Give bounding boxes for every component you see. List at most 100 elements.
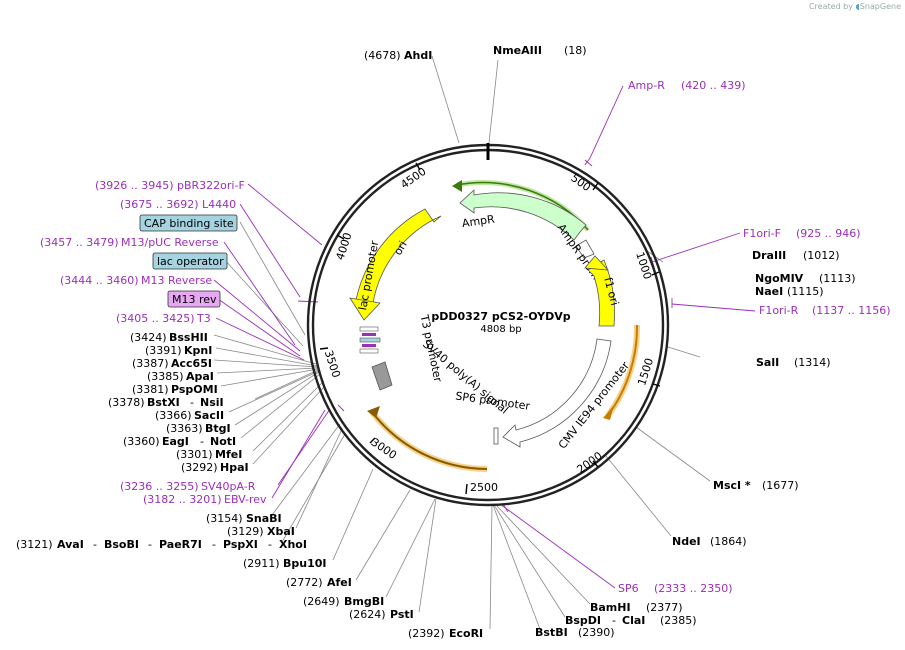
- cap-binding-site-label: CAP binding site: [144, 217, 234, 230]
- bspdi-sep: -: [612, 614, 616, 627]
- f1ori-r-label: F1ori-R: [759, 304, 799, 317]
- misc-arrow-right: [603, 405, 614, 420]
- sv40-polya-feature: [371, 361, 393, 391]
- acc65i-name: Acc65I: [171, 357, 212, 370]
- bstbi-pos: (2390): [578, 626, 615, 639]
- draiii-pos: (1012): [803, 249, 840, 262]
- pspxi-name: PspXI: [223, 538, 258, 551]
- kpni-pos: (3391): [145, 344, 182, 357]
- t3-lac-cluster: [359, 326, 381, 354]
- btgi-name: BtgI: [205, 422, 231, 435]
- bsshii-pos: (3424): [130, 331, 167, 344]
- eagi-pos: (3360): [123, 435, 160, 448]
- bstbi-name: BstBI: [535, 626, 568, 639]
- ampr-label: AmpR: [461, 213, 496, 230]
- t3-primer-label: T3: [196, 312, 211, 325]
- lac-operator-label: lac operator: [157, 255, 224, 268]
- credit-prefix: Created by: [808, 2, 853, 11]
- f1ori-f-range: (925 .. 946): [796, 227, 861, 240]
- sacii-name: SacII: [194, 409, 224, 422]
- paer7i-name: PaeR7I: [159, 538, 202, 551]
- ahdi-name: AhdI: [404, 49, 432, 62]
- bspdi-pos: (2385): [660, 614, 697, 627]
- m13-reverse-label: M13 Reverse: [141, 274, 212, 287]
- nmeaiii-name: NmeAIII: [493, 44, 542, 57]
- l4440-range: (3675 .. 3692): [120, 198, 199, 211]
- pspomi-name: PspOMI: [171, 383, 218, 396]
- bamhi-name: BamHI: [590, 601, 631, 614]
- pspomi-pos: (3381): [132, 383, 169, 396]
- ecori-pos: (2392): [408, 627, 445, 640]
- bsshii-name: BssHII: [169, 331, 208, 344]
- naei-name: NaeI: [755, 285, 783, 298]
- hpai-name: HpaI: [220, 461, 249, 474]
- tick-2500: 2500: [470, 481, 498, 494]
- bstxi-sep: -: [190, 396, 194, 409]
- misc-arrow-left: [367, 406, 380, 418]
- xbai-name: XbaI: [267, 525, 295, 538]
- mfei-pos: (3301): [176, 448, 213, 461]
- apai-pos: (3385): [147, 370, 184, 383]
- afei-pos: (2772): [286, 576, 323, 589]
- noti-name: NotI: [210, 435, 236, 448]
- bstxi-name: BstXI: [147, 396, 180, 409]
- nsii-name: NsiI: [200, 396, 224, 409]
- m13puc-range: (3457 .. 3479): [40, 236, 119, 249]
- m13-rev-box: [167, 290, 221, 308]
- xhoi-name: XhoI: [279, 538, 307, 551]
- sali-name: SalI: [756, 356, 779, 369]
- snabi-name: SnaBI: [246, 512, 282, 525]
- pbr322ori-f-range: (3926 .. 3945): [95, 179, 174, 192]
- f1ori-f-label: F1ori-F: [743, 227, 781, 240]
- sep-2: -: [148, 538, 152, 551]
- sep-1: -: [93, 538, 97, 551]
- bmgbi-name: BmgBI: [344, 595, 384, 608]
- tick-4500: 4500: [398, 165, 428, 192]
- amp-r-label: Amp-R: [628, 79, 665, 92]
- scale-tick-marks: [319, 162, 661, 495]
- ndei-name: NdeI: [672, 535, 701, 548]
- psti-pos: (2624): [349, 608, 386, 621]
- sp6-promoter-feature: [493, 427, 499, 445]
- misc-feature-arc-left-core: [371, 411, 488, 470]
- plasmid-length: 4808 bp: [480, 324, 521, 335]
- acc65i-pos: (3387): [132, 357, 169, 370]
- snapgene-credit: Created by ◖SnapGene: [809, 2, 901, 11]
- f1ori-r-range: (1137 .. 1156): [812, 304, 891, 317]
- f1-ori-arrow: [584, 255, 609, 271]
- leader-lines: [213, 55, 711, 630]
- sv40pa-r-label: SV40pA-R: [201, 480, 256, 493]
- l4440-label: L4440: [202, 198, 236, 211]
- bpu10i-pos: (2911): [243, 557, 280, 570]
- eagi-sep: -: [200, 435, 204, 448]
- naei-pos: (1115): [787, 285, 824, 298]
- misc-feature-arc-left: [369, 410, 488, 472]
- xbai-pos: (3129): [227, 525, 264, 538]
- mfei-name: MfeI: [215, 448, 242, 461]
- hpai-pos: (3292): [181, 461, 218, 474]
- btgi-pos: (3363): [166, 422, 203, 435]
- apai-name: ApaI: [186, 370, 214, 383]
- ndei-pos: (1864): [710, 535, 747, 548]
- misc-feature-arc-right-core: [608, 324, 639, 415]
- avai-pos: (3121): [16, 538, 53, 551]
- psti-name: PstI: [390, 608, 414, 621]
- msci-name: MscI *: [713, 479, 751, 492]
- sv40pa-r-range: (3236 .. 3255): [120, 480, 199, 493]
- bpu10i-name: Bpu10I: [283, 557, 327, 570]
- sp6-primer-label: SP6: [618, 582, 639, 595]
- cap-binding-site-box: [139, 214, 238, 232]
- sali-pos: (1314): [794, 356, 831, 369]
- snapgene-logo-icon: ◖: [855, 2, 860, 11]
- ahdi-pos: (4678): [364, 49, 401, 62]
- lac-operator-box: [152, 252, 228, 270]
- bspdi-name: BspDI: [565, 614, 601, 627]
- ecori-name: EcoRI: [449, 627, 483, 640]
- plasmid-name: pDD0327 pCS2-OYDVp: [431, 310, 570, 323]
- sep-4: -: [268, 538, 272, 551]
- afei-name: AfeI: [327, 576, 352, 589]
- sacii-pos: (3366): [155, 409, 192, 422]
- f1-ori-feature: [587, 259, 615, 327]
